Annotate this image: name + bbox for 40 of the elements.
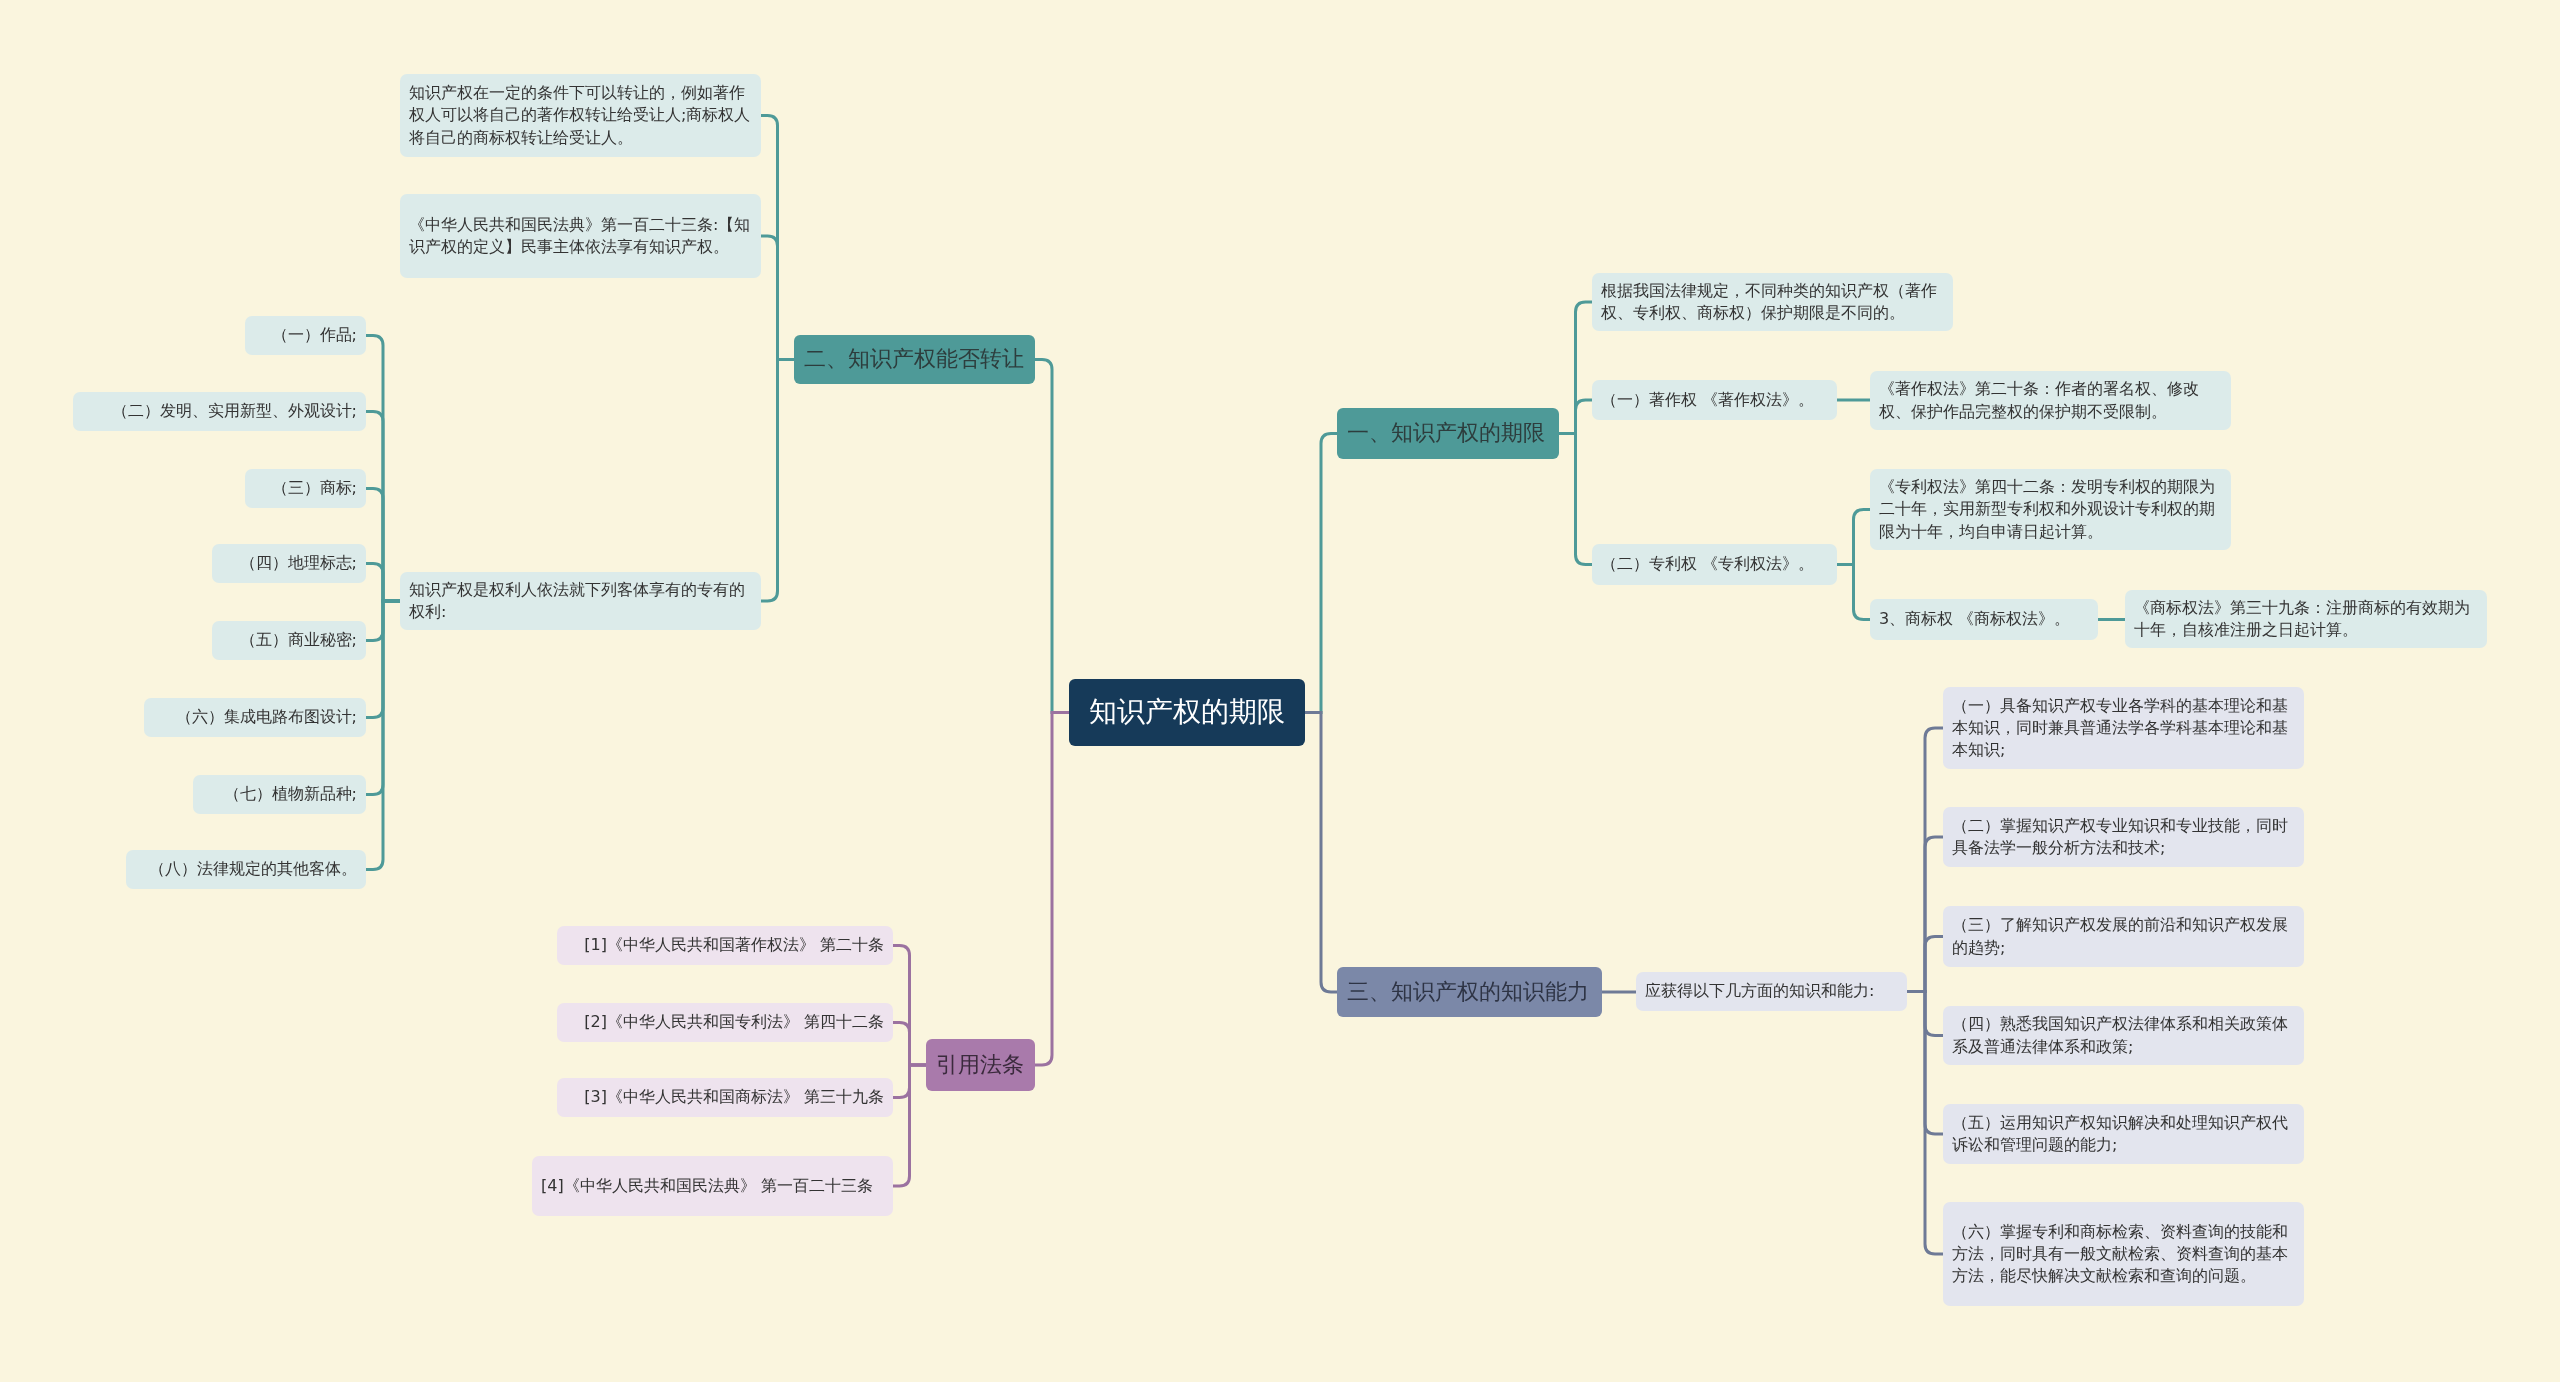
topic-box: （三）了解知识产权发展的前沿和知识产权发展的趋势; <box>1943 906 2304 967</box>
topic-box: 应获得以下几方面的知识和能力: <box>1636 972 1907 1011</box>
branch-topic: 引用法条 <box>926 1039 1035 1091</box>
connector-line <box>1602 990 1636 994</box>
central-topic: 知识产权的期限 <box>1069 679 1305 746</box>
topic-box: （四）地理标志; <box>212 544 366 583</box>
topic-box: （一）具备知识产权专业各学科的基本理论和基本知识，同时兼具普通法学各学科基本理论和基本知识; <box>1943 687 2304 769</box>
topic-box: （二）专利权 《专利权法》。 <box>1592 544 1837 585</box>
topic-box: （一）著作权 《著作权法》。 <box>1592 380 1837 420</box>
topic-box: 知识产权是权利人依法就下列客体享有的专有的权利: <box>400 572 761 630</box>
topic-box: （二）发明、实用新型、外观设计; <box>73 392 366 431</box>
topic-box: [3]《中华人民共和国商标法》 第三十九条 <box>557 1078 893 1117</box>
topic-box: （六）掌握专利和商标检索、资料查询的技能和方法，同时具有一般文献检索、资料查询的基本方法，能尽快解决文献检索和查询的问题。 <box>1943 1202 2304 1306</box>
connector-line <box>2098 618 2125 621</box>
topic-box: 《商标权法》第三十九条：注册商标的有效期为十年，自核准注册之日起计算。 <box>2125 590 2487 648</box>
topic-box: （八）法律规定的其他客体。 <box>126 850 366 889</box>
topic-box: （六）集成电路布图设计; <box>144 698 366 737</box>
connector-line <box>1305 711 1337 994</box>
topic-box: 3、商标权 《商标权法》。 <box>1870 599 2098 640</box>
topic-box: 《著作权法》第二十条：作者的署名权、修改权、保护作品完整权的保护期不受限制。 <box>1870 371 2231 430</box>
connector-line <box>761 358 794 603</box>
topic-box: （一）作品; <box>245 316 366 355</box>
branch-topic: 一、知识产权的期限 <box>1337 408 1559 459</box>
branch-topic: 三、知识产权的知识能力 <box>1337 967 1602 1017</box>
connector-line <box>1837 398 1870 402</box>
topic-box: （三）商标; <box>245 469 366 508</box>
connector-line <box>893 1063 926 1188</box>
topic-box: [2]《中华人民共和国专利法》 第四十二条 <box>557 1003 893 1042</box>
topic-box: [1]《中华人民共和国著作权法》 第二十条 <box>557 926 893 965</box>
topic-box: [4]《中华人民共和国民法典》 第一百二十三条 <box>532 1156 893 1216</box>
topic-box: （二）掌握知识产权专业知识和专业技能，同时具备法学一般分析方法和技术; <box>1943 807 2304 867</box>
topic-box: 根据我国法律规定，不同种类的知识产权（著作权、专利权、商标权）保护期限是不同的。 <box>1592 273 1953 331</box>
topic-box: 《专利权法》第四十二条：发明专利权的期限为二十年，实用新型专利权和外观设计专利权的期限为十年，均自申请日起计算。 <box>1870 469 2231 550</box>
topic-box: （五）商业秘密; <box>212 621 366 660</box>
topic-box: （五）运用知识产权知识解决和处理知识产权代诉讼和管理问题的能力; <box>1943 1104 2304 1164</box>
topic-box: （四）熟悉我国知识产权法律体系和相关政策体系及普通法律体系和政策; <box>1943 1006 2304 1065</box>
branch-topic: 二、知识产权能否转让 <box>794 335 1035 384</box>
topic-box: 知识产权在一定的条件下可以转让的，例如著作权人可以将自己的著作权转让给受让人;商标权人将自己的商标权转让给受让人。 <box>400 74 761 157</box>
topic-box: 《中华人民共和国民法典》第一百二十三条:【知识产权的定义】民事主体依法享有知识产权。 <box>400 194 761 278</box>
topic-box: （七）植物新品种; <box>193 775 366 814</box>
